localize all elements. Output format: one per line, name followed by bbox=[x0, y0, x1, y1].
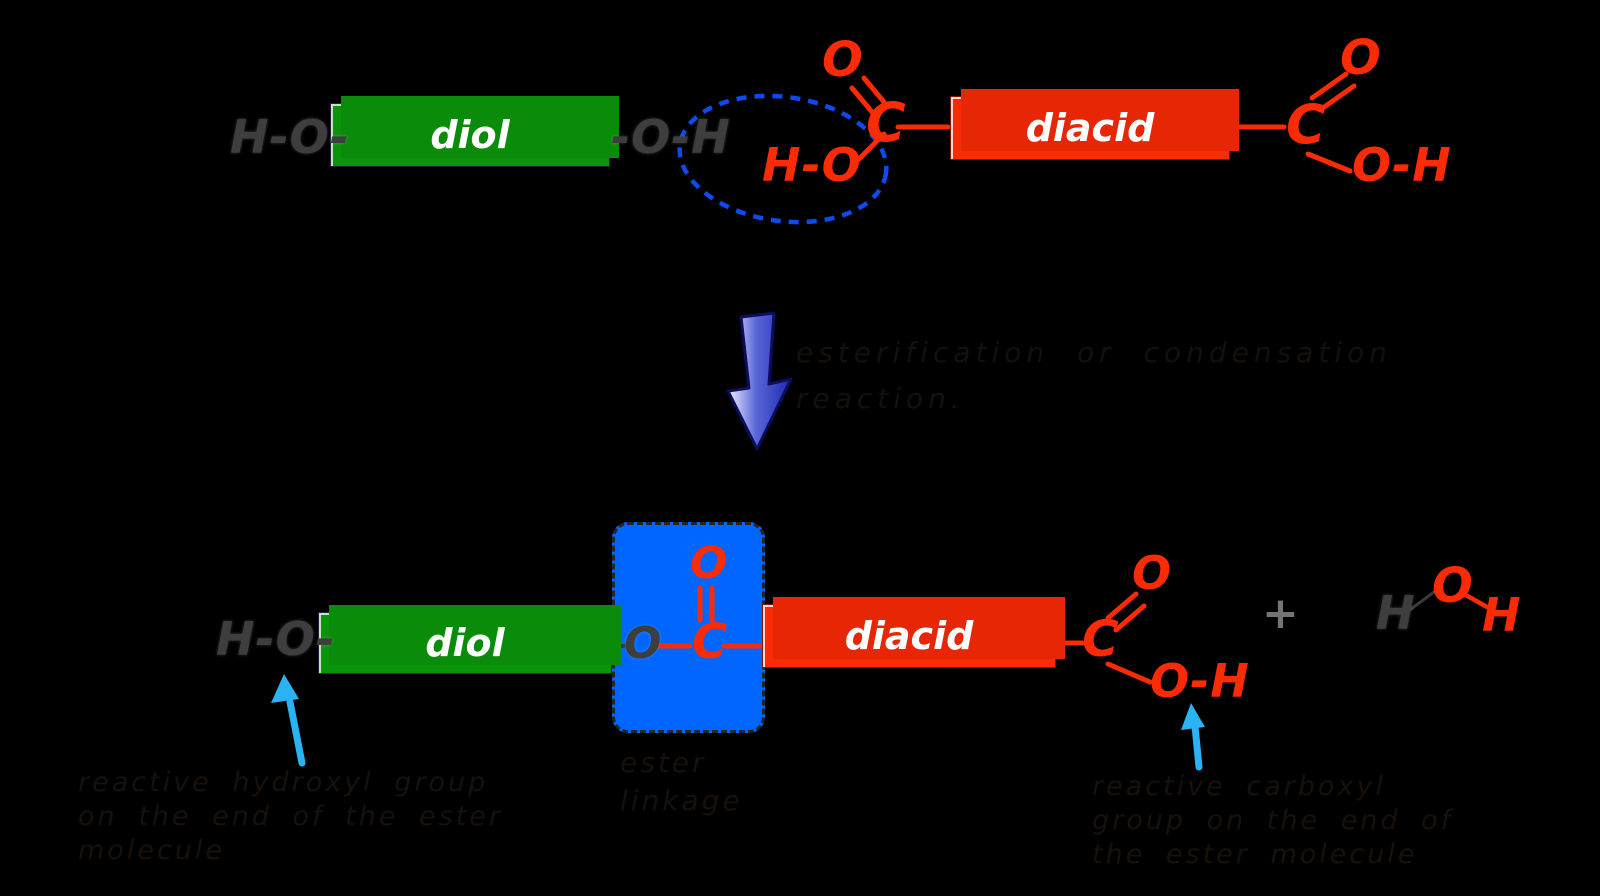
pointer-arrow-left-shaft bbox=[286, 698, 306, 767]
diol-right-hydroxyl: - O - H bbox=[610, 114, 730, 160]
diacid-box-bottom: diacid bbox=[762, 604, 1056, 668]
diacid-label: diacid bbox=[1025, 106, 1155, 150]
caption-hydroxyl: reactive hydroxyl group on the end of th… bbox=[78, 766, 503, 868]
water-oxygen: O bbox=[1432, 558, 1473, 614]
atom-h: H bbox=[216, 612, 255, 666]
diol-box-bottom: diol bbox=[318, 612, 612, 674]
ester-left-hydroxyl: H - O - bbox=[216, 616, 336, 662]
diacid-box-top: diacid bbox=[950, 96, 1230, 160]
ester-carbon: C bbox=[692, 614, 728, 670]
ester-linkage-box bbox=[612, 522, 765, 733]
diol-box-top: diol bbox=[330, 103, 610, 167]
diacid-label: diacid bbox=[844, 614, 974, 658]
bond-c-o bbox=[1305, 151, 1353, 174]
bond-dash: - bbox=[1392, 138, 1412, 192]
double-bond bbox=[1113, 603, 1147, 633]
caption-carboxyl-line3: the ester molecule bbox=[1092, 839, 1418, 870]
bond-dash: - bbox=[315, 612, 335, 666]
caption-hydroxyl-line1: reactive hydroxyl group bbox=[78, 767, 489, 798]
atom-o: O bbox=[631, 110, 671, 164]
bond-dash: - bbox=[801, 138, 821, 192]
carbonyl-oxygen: O bbox=[1340, 30, 1381, 86]
arrow-caption-line1: esterification or condensation bbox=[796, 336, 1392, 369]
atom-h: H bbox=[762, 138, 801, 192]
atom-o: O bbox=[289, 110, 329, 164]
caption-hydroxyl-line3: molecule bbox=[78, 835, 226, 866]
atom-h: H bbox=[691, 110, 730, 164]
pointer-arrow-left-head bbox=[271, 674, 299, 703]
caption-carboxyl-line2: group on the end of bbox=[1092, 805, 1454, 836]
ester-right-oh: O - H bbox=[1150, 658, 1249, 704]
carbon-atom: C bbox=[866, 91, 906, 154]
bond-dash: - bbox=[255, 612, 275, 666]
reaction-arrow-icon bbox=[726, 311, 793, 451]
atom-o: O bbox=[275, 612, 315, 666]
bond-dash: - bbox=[329, 110, 349, 164]
atom-o: O bbox=[1352, 138, 1392, 192]
caption-ester-line2: linkage bbox=[620, 784, 743, 817]
diol-label: diol bbox=[425, 621, 505, 665]
ester-oxygen: O bbox=[624, 618, 662, 669]
caption-carboxyl-line1: reactive carboxyl bbox=[1092, 771, 1386, 802]
bond-dash: - bbox=[269, 110, 289, 164]
water-hydrogen: H bbox=[1376, 586, 1415, 640]
diol-label: diol bbox=[430, 113, 510, 157]
pointer-arrow-right-shaft bbox=[1190, 712, 1203, 771]
carbonyl-oxygen: O bbox=[1132, 546, 1172, 600]
water-hydrogen: H bbox=[1482, 588, 1521, 642]
bond-dash: - bbox=[1190, 654, 1210, 708]
carbonyl-oxygen: O bbox=[822, 32, 863, 88]
bond-dash: - bbox=[671, 110, 691, 164]
ester-carbonyl-oxygen: O bbox=[690, 538, 728, 589]
atom-h: H bbox=[1412, 138, 1451, 192]
diacid-left-oh: H - O bbox=[762, 142, 861, 188]
carbon-atom: C bbox=[1082, 610, 1119, 668]
bond-dash: - bbox=[611, 110, 631, 164]
atom-h: H bbox=[1210, 654, 1249, 708]
arrow-caption: esterification or condensation reaction. bbox=[796, 330, 1392, 422]
carbon-atom: C bbox=[1286, 93, 1326, 156]
atom-o: O bbox=[1150, 654, 1190, 708]
caption-ester-linkage: ester linkage bbox=[620, 744, 743, 820]
plus-sign: + bbox=[1262, 588, 1299, 639]
diol-left-hydroxyl: H - O - bbox=[230, 114, 350, 160]
atom-o: O bbox=[821, 138, 861, 192]
caption-carboxyl: reactive carboxyl group on the end of th… bbox=[1092, 770, 1453, 872]
diacid-right-oh: O - H bbox=[1352, 142, 1451, 188]
caption-ester-line1: ester bbox=[620, 746, 707, 779]
arrow-caption-line2: reaction. bbox=[796, 382, 965, 415]
atom-h: H bbox=[230, 110, 269, 164]
caption-hydroxyl-line2: on the end of the ester bbox=[78, 801, 504, 832]
